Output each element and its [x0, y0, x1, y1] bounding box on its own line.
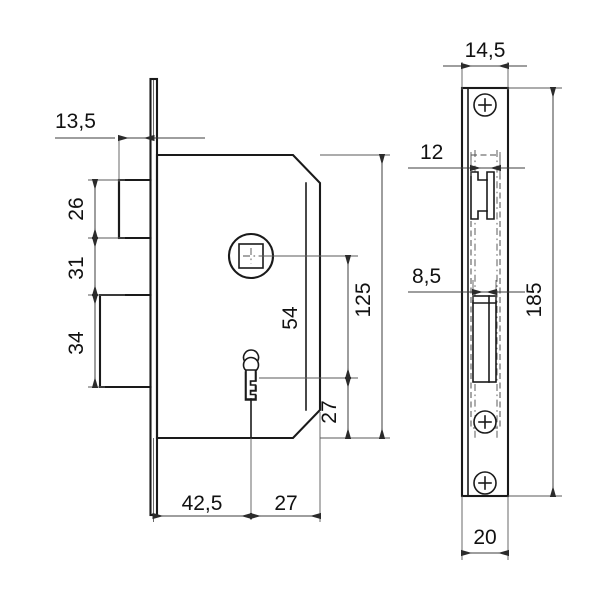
dimension-20: 20: [461, 496, 509, 560]
dimension-54: 54: [279, 182, 307, 411]
lock-case-hidden-outline: [470, 154, 501, 429]
dimension-12: 12: [408, 141, 525, 176]
dimension-34: 34: [65, 294, 105, 388]
lower-bolt: [98, 293, 152, 389]
deadbolt-opening: [472, 295, 497, 383]
dimension-31: 31: [65, 237, 125, 296]
dimension-27-vertical: 27: [259, 255, 358, 439]
dimension-125: 125: [320, 154, 390, 439]
latch-opening: [470, 171, 495, 220]
dimension-27-horizontal: 27: [250, 412, 321, 522]
dimension-label-13-5: 13,5: [55, 110, 96, 133]
dimension-label-14-5: 14,5: [465, 39, 506, 62]
dimension-label-54: 54: [279, 306, 302, 330]
dimension-label-42-5: 42,5: [182, 492, 223, 515]
keyhole: [242, 349, 260, 439]
dimension-label-34: 34: [65, 331, 88, 355]
dimension-label-27-horizontal: 27: [274, 492, 297, 515]
dimension-8-5: 8,5: [408, 265, 525, 300]
screw-hole-middle: [473, 410, 497, 434]
dimension-42-5: 42,5: [152, 438, 252, 522]
dimension-label-27-vertical: 27: [318, 400, 341, 423]
dimension-label-125: 125: [352, 282, 375, 317]
dimension-label-20: 20: [473, 526, 496, 549]
lock-body-outline: [155, 153, 322, 440]
dimension-14-5: 14,5: [443, 39, 527, 90]
upper-bolt: [117, 178, 152, 240]
screw-hole-bottom: [473, 471, 497, 495]
side-view-dimensions: 13,5 26 31 34 54: [55, 80, 390, 522]
dimension-13-5: 13,5: [55, 80, 205, 182]
dimension-label-185: 185: [523, 282, 546, 317]
front-view-dimensions: 14,5 12 8,5 185: [408, 39, 562, 560]
dimension-185: 185: [508, 87, 562, 497]
dimension-label-8-5: 8,5: [412, 265, 441, 288]
dimension-label-31: 31: [65, 256, 88, 279]
screw-hole-top: [473, 93, 497, 117]
dimension-label-26: 26: [65, 197, 88, 220]
dimension-label-12: 12: [420, 141, 443, 164]
